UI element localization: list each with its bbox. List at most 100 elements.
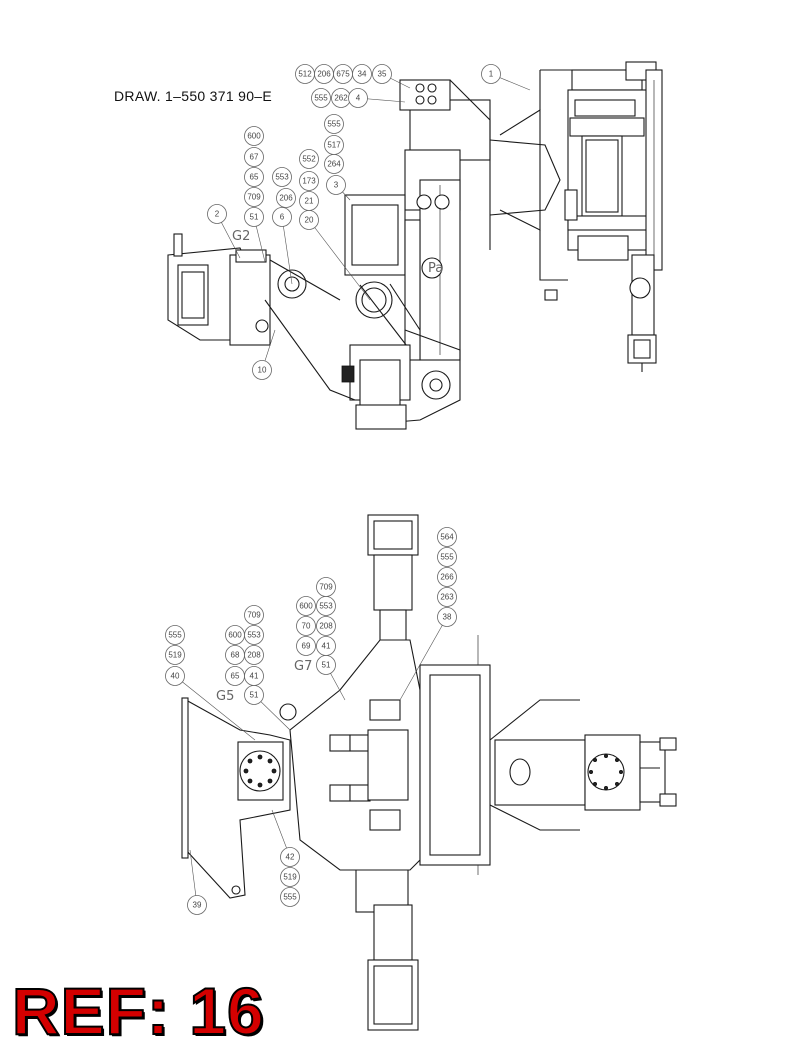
callout-label: 67 <box>250 153 259 162</box>
lower-left-hub <box>181 697 297 899</box>
callout-label: 6 <box>280 213 285 222</box>
callout-bubble: 555 <box>437 547 457 567</box>
callout-bubble: 67 <box>244 147 264 167</box>
callout-bubble: 51 <box>244 207 264 227</box>
callout-bubble: 38 <box>437 607 457 627</box>
callout-bubble: 51 <box>244 685 264 705</box>
callout-label: 70 <box>302 622 311 631</box>
callout-label: 41 <box>322 642 331 651</box>
callout-bubble: 20 <box>299 210 319 230</box>
callout-bubble: 42 <box>280 847 300 867</box>
callout-label: 208 <box>319 622 333 631</box>
upper-column-assembly <box>489 61 663 372</box>
callout-label: 262 <box>334 94 348 103</box>
callout-label: 35 <box>378 70 387 79</box>
callout-bubble: 709 <box>244 605 264 625</box>
callout-label: 564 <box>440 533 454 542</box>
callout-label: 2 <box>215 210 220 219</box>
ref-label: REF: 16 <box>11 974 265 1048</box>
callout-bubble: 552 <box>299 149 319 169</box>
upper-boom-assembly <box>341 79 491 430</box>
callout-label: 3 <box>334 181 339 190</box>
part-mark: Pa <box>428 261 443 276</box>
callout-label: 709 <box>247 611 261 620</box>
callout-bubble: 512 <box>295 64 315 84</box>
callout-label: 517 <box>327 141 341 150</box>
hub-bolt-circle <box>243 754 277 788</box>
callout-label: 555 <box>314 94 328 103</box>
callout-label: 206 <box>279 194 293 203</box>
callout-bubble: 68 <box>225 645 245 665</box>
callout-label: 69 <box>302 642 311 651</box>
group-label: G2 <box>232 229 250 244</box>
callout-label: 42 <box>286 853 295 862</box>
callout-label: 709 <box>247 193 261 202</box>
callout-bubble: 4 <box>348 88 368 108</box>
callout-bubble: 600 <box>244 126 264 146</box>
callout-bubble: 553 <box>316 596 336 616</box>
lower-right-extension <box>489 699 677 831</box>
callout-bubble: 519 <box>280 867 300 887</box>
callout-label: 512 <box>298 70 312 79</box>
leader-line <box>308 219 371 301</box>
upper-view <box>167 61 663 430</box>
lower-top-arm <box>367 514 419 661</box>
callout-bubble: 3 <box>326 175 346 195</box>
callout-bubble: 517 <box>324 135 344 155</box>
callout-label: 263 <box>440 593 454 602</box>
lower-central-body <box>289 635 491 875</box>
callout-label: 519 <box>168 651 182 660</box>
callout-bubble: 709 <box>244 187 264 207</box>
callout-label: 519 <box>283 873 297 882</box>
callout-label: 266 <box>440 573 454 582</box>
callout-label: 600 <box>228 631 242 640</box>
callout-label: 21 <box>305 197 314 206</box>
callout-bubble: 519 <box>165 645 185 665</box>
callout-bubble: 262 <box>331 88 351 108</box>
callout-bubble: 10 <box>252 360 272 380</box>
callout-label: 552 <box>302 155 316 164</box>
callout-label: 555 <box>168 631 182 640</box>
callout-bubble: 206 <box>276 188 296 208</box>
callout-label: 553 <box>275 173 289 182</box>
lower-view <box>181 514 677 1031</box>
callout-bubble: 173 <box>299 171 319 191</box>
callout-bubble: 6 <box>272 207 292 227</box>
callout-bubble: 69 <box>296 636 316 656</box>
callout-label: 206 <box>317 70 331 79</box>
callout-bubble: 709 <box>316 577 336 597</box>
callout-bubble: 41 <box>316 636 336 656</box>
callout-bubble: 21 <box>299 191 319 211</box>
callout-bubble: 208 <box>316 616 336 636</box>
callout-bubble: 553 <box>272 167 292 187</box>
group-label: G7 <box>294 659 312 674</box>
callout-label: 38 <box>443 613 452 622</box>
lower-bottom-arm <box>355 861 419 1031</box>
callout-label: 20 <box>305 216 314 225</box>
leader-line <box>399 616 448 701</box>
callout-label: 68 <box>231 651 240 660</box>
callout-bubble: 41 <box>244 666 264 686</box>
callout-label: 555 <box>283 893 297 902</box>
callout-label: 600 <box>247 132 261 141</box>
flange-bolt-circle <box>589 754 624 791</box>
callout-bubble: 40 <box>165 666 185 686</box>
callout-bubble: 555 <box>311 88 331 108</box>
callout-bubble: 65 <box>225 666 245 686</box>
callout-label: 675 <box>336 70 350 79</box>
callout-label: 40 <box>171 672 180 681</box>
callout-label: 555 <box>440 553 454 562</box>
callout-label: 65 <box>250 173 259 182</box>
callout-bubble: 600 <box>296 596 316 616</box>
callout-bubble: 35 <box>372 64 392 84</box>
callout-bubble: 600 <box>225 625 245 645</box>
callout-bubble: 1 <box>481 64 501 84</box>
callout-bubble: 70 <box>296 616 316 636</box>
callout-label: 553 <box>319 602 333 611</box>
callout-bubble: 65 <box>244 167 264 187</box>
callout-label: 173 <box>302 177 316 186</box>
callout-bubble: 555 <box>280 887 300 907</box>
